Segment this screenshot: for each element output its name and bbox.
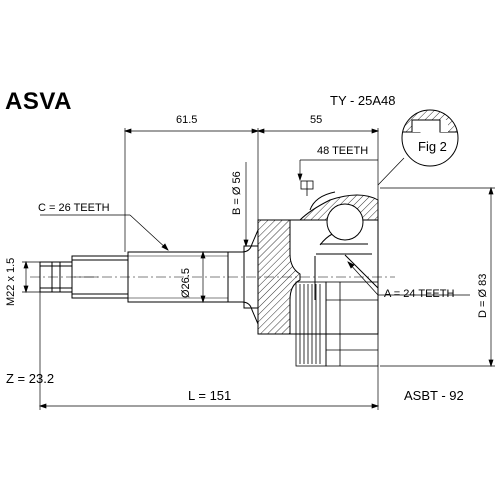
dimension-lines	[22, 128, 495, 410]
l-value-label: L = 151	[188, 388, 232, 403]
part-number: TY - 25A48	[330, 93, 396, 108]
a-teeth-label: A = 24 TEETH	[384, 288, 455, 300]
abs-ring	[295, 281, 379, 367]
outer-teeth-label: 48 TEETH	[317, 145, 369, 157]
splined-shaft	[71, 255, 129, 299]
z-value-label: Z = 23.2	[6, 371, 55, 386]
boot-clamp	[300, 180, 314, 196]
d-diameter-label: D = Ø 83	[477, 273, 489, 318]
fig2-inset	[377, 109, 459, 186]
shaft-length-label: 61.5	[176, 114, 198, 126]
shaft-body	[127, 251, 229, 303]
brand-logo: ASVA	[5, 88, 72, 115]
boot-kit-label: ASBT - 92	[404, 388, 464, 403]
bell-housing	[257, 191, 379, 335]
body-length-label: 55	[310, 114, 323, 126]
thread-label: M22 x 1.5	[5, 257, 17, 306]
c-teeth-label: C = 26 TEETH	[38, 202, 110, 214]
fig-label: Fig 2	[418, 139, 447, 154]
shaft-diameter-label: Ø26.5	[180, 268, 192, 298]
b-diameter-label: B = Ø 56	[231, 171, 243, 215]
